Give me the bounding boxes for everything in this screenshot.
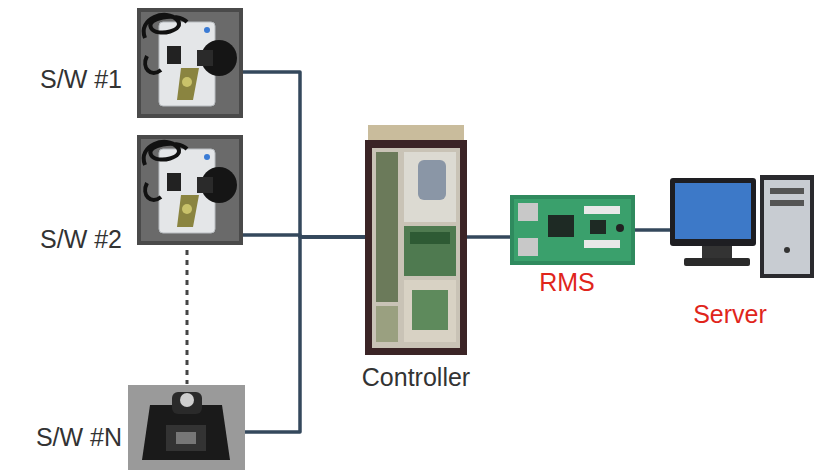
bus-line: [245, 237, 365, 432]
device-node: S/W #N: [128, 385, 245, 470]
device-node: Server: [670, 175, 814, 278]
bus-line: [467, 235, 510, 239]
device-label: Controller: [362, 364, 470, 392]
bus-line: [635, 228, 670, 232]
device-node: S/W #1: [137, 8, 243, 118]
bus-line: [243, 72, 365, 237]
switch-photo: [128, 385, 245, 470]
device-node: Controller: [365, 125, 467, 355]
controller-cabinet: [365, 125, 467, 355]
rms-board: [510, 195, 635, 265]
device-node: RMS: [510, 195, 635, 265]
device-label: S/W #N: [36, 424, 122, 452]
switch-photo: [137, 8, 243, 118]
device-label: S/W #1: [40, 66, 122, 94]
ellipsis-line: [186, 250, 189, 384]
device-label: RMS: [539, 269, 595, 297]
server-computer: [670, 175, 814, 278]
device-label: Server: [693, 301, 767, 329]
switch-photo: [137, 135, 243, 245]
device-node: S/W #2: [137, 135, 243, 245]
device-label: S/W #2: [40, 226, 122, 254]
